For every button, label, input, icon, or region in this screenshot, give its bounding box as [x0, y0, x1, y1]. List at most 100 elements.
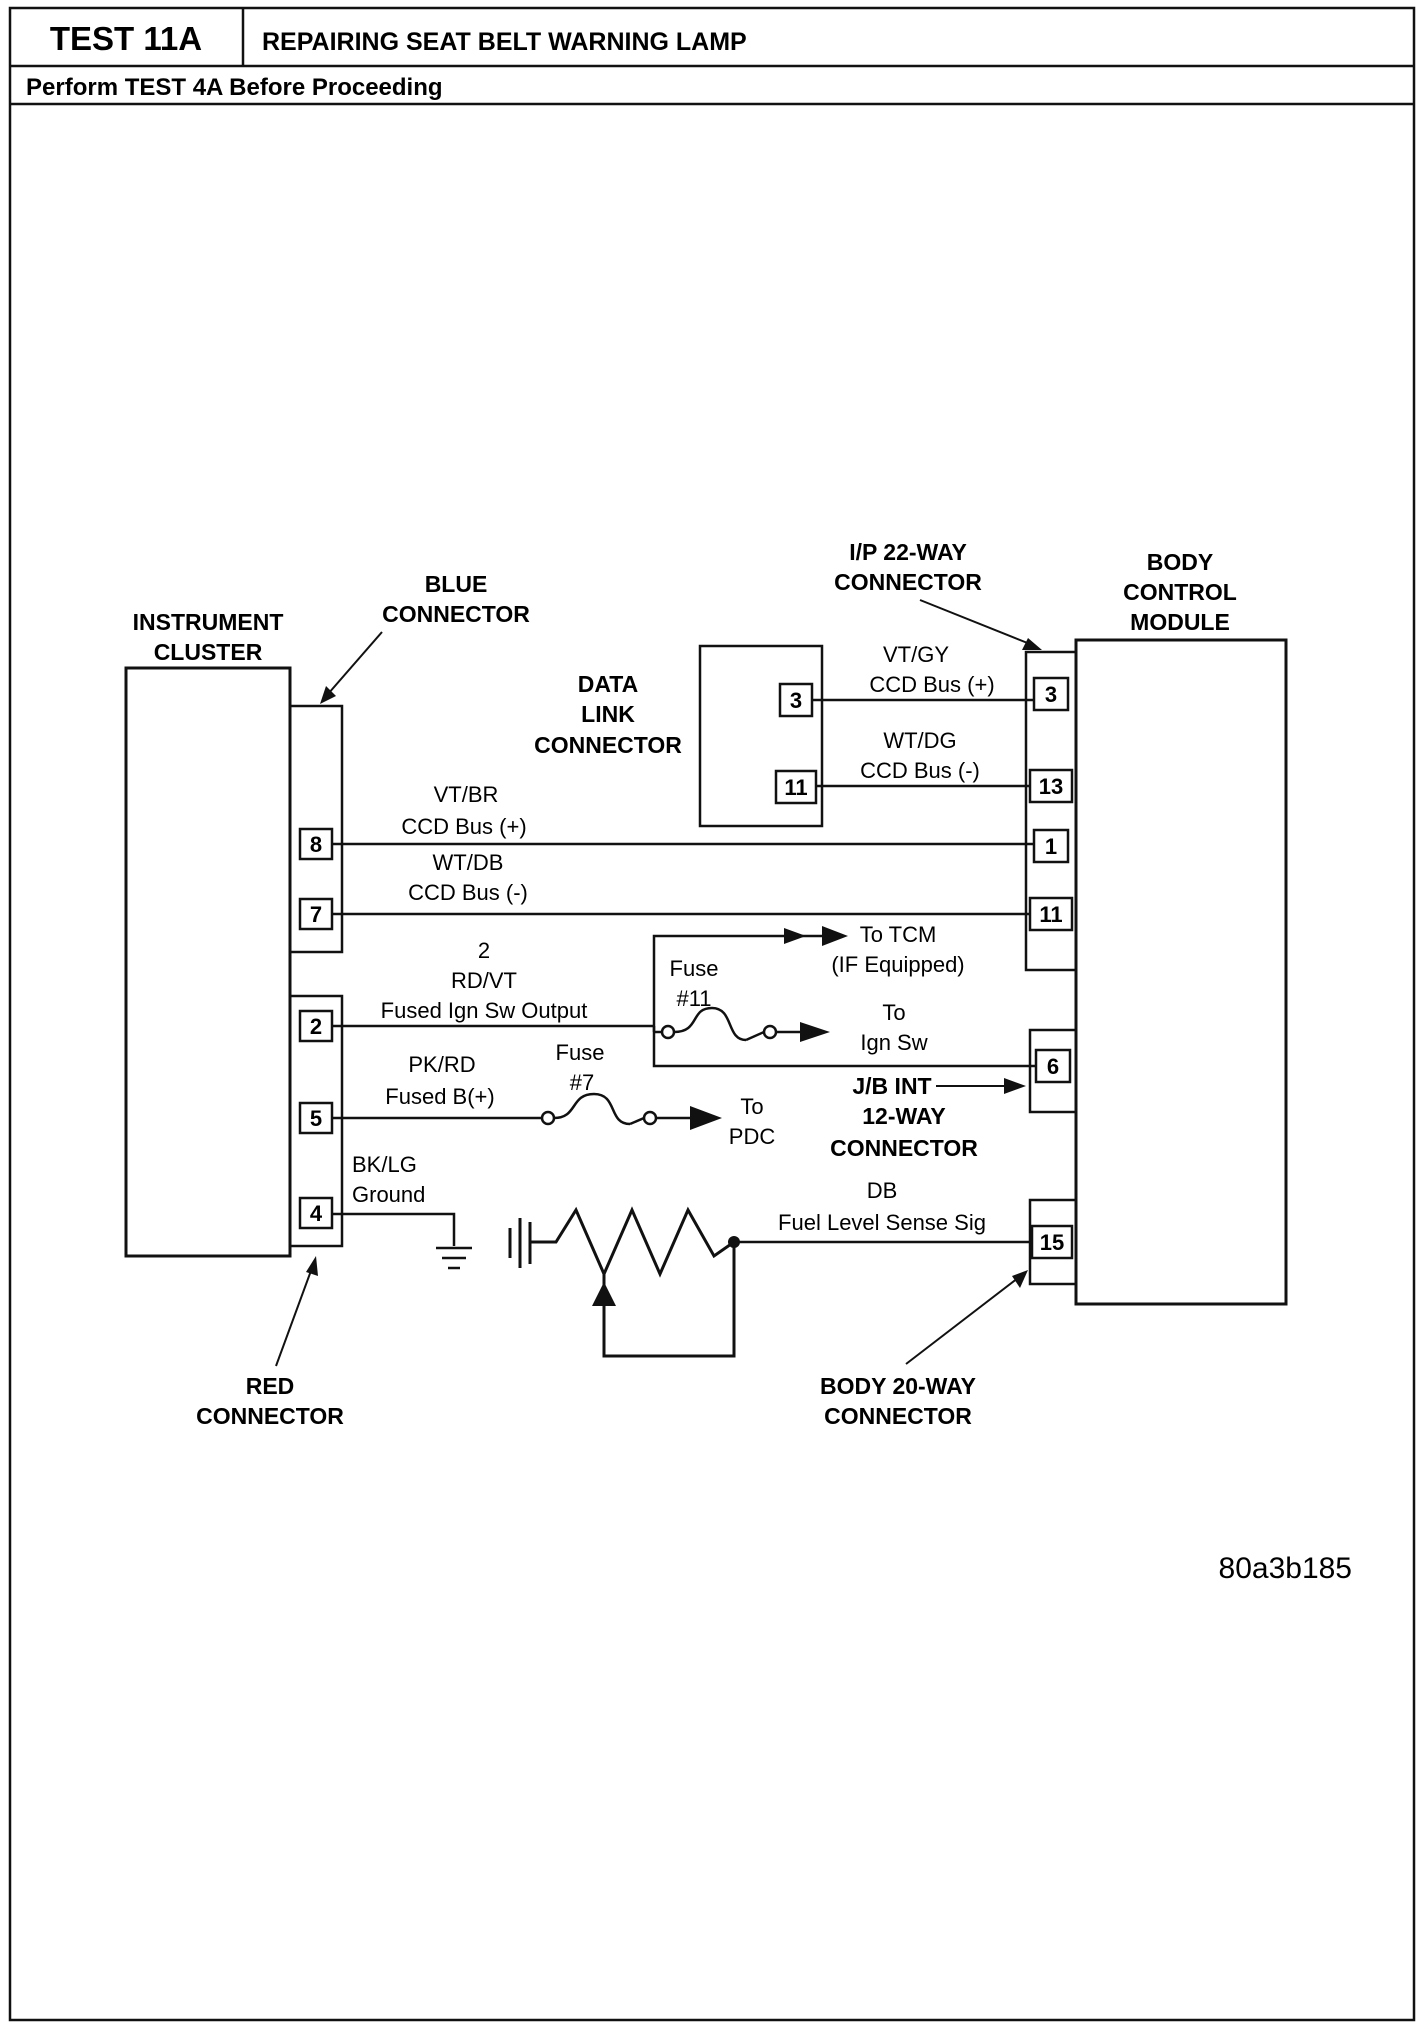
bcm-pin-1: 1 — [1032, 828, 1070, 864]
body-20way-label-line1: BODY 20-WAY — [820, 1373, 976, 1399]
svg-text:3: 3 — [790, 688, 802, 713]
wire-pkrd-color: PK/RD — [408, 1052, 475, 1077]
wire-bklg-ground — [332, 1212, 472, 1270]
to-tcm-note: (IF Equipped) — [831, 952, 964, 977]
cluster-pin-8: 8 — [298, 827, 334, 861]
wire-vtbr-signal: CCD Bus (+) — [401, 814, 526, 839]
wire-bklg-color: BK/LG — [352, 1152, 417, 1177]
bcm-pin-13: 13 — [1028, 768, 1074, 804]
red-connector-label-line1: RED — [246, 1373, 295, 1399]
sender-wiper-arrow — [592, 1282, 616, 1306]
instrument-cluster-label-line1: INSTRUMENT — [133, 609, 284, 635]
cluster-pin-5: 5 — [298, 1101, 334, 1135]
page-frame — [8, 6, 1416, 2022]
wire-wtdg-signal: CCD Bus (-) — [860, 758, 980, 783]
ip-22way-connector-body — [1024, 650, 1078, 972]
fuse-7-label-line1: Fuse — [556, 1040, 605, 1065]
arrow-to-ign-sw — [800, 1022, 830, 1042]
dlc-pin-11: 11 — [774, 769, 818, 805]
red-connector-label-line2: CONNECTOR — [196, 1403, 344, 1429]
test-id: TEST 11A — [50, 20, 202, 57]
fuel-level-sender-symbol — [508, 1206, 736, 1358]
red-connector-pointer-arrow — [275, 1256, 318, 1367]
arrow-to-pdc — [690, 1106, 722, 1130]
to-ign-sw-label-line2: Ign Sw — [860, 1030, 927, 1055]
bcm-label-line1: BODY — [1147, 549, 1213, 575]
wire-wtdb-signal: CCD Bus (-) — [408, 880, 528, 905]
instrument-cluster-label-line2: CLUSTER — [154, 639, 263, 665]
page-title: REPAIRING SEAT BELT WARNING LAMP — [262, 28, 747, 56]
fuse-11-symbol — [654, 1006, 800, 1042]
dlc-pin-3: 3 — [778, 682, 814, 718]
wire-db-signal: Fuel Level Sense Sig — [778, 1210, 986, 1235]
to-pdc-label-line2: PDC — [729, 1124, 776, 1149]
bcm-pin-6: 6 — [1034, 1048, 1072, 1084]
jb-int-label-line3: CONNECTOR — [830, 1135, 978, 1161]
wire-wtdb-color: WT/DB — [433, 850, 504, 875]
svg-text:8: 8 — [310, 832, 322, 857]
svg-text:5: 5 — [310, 1106, 322, 1131]
wire-rdvt-color: RD/VT — [451, 968, 517, 993]
instrument-cluster-box — [124, 666, 292, 1258]
jb-int-label-line1: J/B INT — [852, 1073, 931, 1099]
svg-text:1: 1 — [1045, 834, 1057, 859]
data-link-connector-label-line3: CONNECTOR — [534, 732, 682, 758]
blue-connector-body — [288, 704, 344, 954]
blue-connector-label-line2: CONNECTOR — [382, 601, 530, 627]
jb-int-label-line2: 12-WAY — [862, 1103, 946, 1129]
wire-rdvt-circuit: 2 — [478, 938, 490, 963]
cluster-pin-7: 7 — [298, 897, 334, 931]
wire-vtbr-color: VT/BR — [434, 782, 499, 807]
data-link-connector-box — [698, 644, 824, 828]
fuse-11-label-line1: Fuse — [670, 956, 719, 981]
wire-db-color: DB — [867, 1178, 898, 1203]
bcm-pin-3: 3 — [1032, 676, 1070, 712]
svg-text:4: 4 — [310, 1201, 323, 1226]
red-connector-body — [288, 994, 344, 1248]
wire-bklg-signal: Ground — [352, 1182, 425, 1207]
wire-pkrd-signal: Fused B(+) — [385, 1084, 494, 1109]
prerequisite-note: Perform TEST 4A Before Proceeding — [26, 74, 443, 101]
jb-int-pointer-arrow — [936, 1078, 1026, 1094]
bcm-label-line3: MODULE — [1130, 609, 1230, 635]
blue-connector-pointer-arrow — [320, 631, 383, 704]
ip-22way-label-line1: I/P 22-WAY — [849, 539, 967, 565]
svg-text:2: 2 — [310, 1014, 322, 1039]
svg-text:3: 3 — [1045, 682, 1057, 707]
body-control-module-box — [1074, 638, 1288, 1306]
bcm-pin-11: 11 — [1028, 896, 1074, 932]
wire-db-fuel-sense — [728, 1236, 1032, 1248]
svg-text:13: 13 — [1039, 774, 1063, 799]
fuse-11-label-line2: #11 — [676, 986, 711, 1011]
to-ign-sw-label-line1: To — [882, 1000, 905, 1025]
cluster-pin-2: 2 — [298, 1009, 334, 1043]
bcm-pin-15: 15 — [1030, 1224, 1074, 1260]
arrow-to-tcm — [784, 926, 848, 946]
bcm-label-line2: CONTROL — [1123, 579, 1237, 605]
wire-pkrd-fused-bplus — [332, 1092, 690, 1126]
ip-22way-label-line2: CONNECTOR — [834, 569, 982, 595]
wire-rdvt-signal: Fused Ign Sw Output — [381, 998, 588, 1023]
figure-id: 80a3b185 — [1219, 1552, 1352, 1585]
svg-text:7: 7 — [310, 902, 322, 927]
fuse-7-label-line2: #7 — [570, 1070, 594, 1095]
blue-connector-label-line1: BLUE — [425, 571, 488, 597]
svg-text:11: 11 — [1039, 902, 1062, 927]
svg-text:6: 6 — [1047, 1054, 1059, 1079]
wire-rdvt-fused-ign — [332, 934, 1036, 1068]
svg-text:15: 15 — [1040, 1230, 1064, 1255]
to-tcm-label: To TCM — [860, 922, 937, 947]
wire-vtgy-signal: CCD Bus (+) — [869, 672, 994, 697]
wire-wtdg-color: WT/DG — [883, 728, 956, 753]
data-link-connector-label-line1: DATA — [578, 671, 638, 697]
data-link-connector-label-line2: LINK — [581, 701, 635, 727]
to-pdc-label-line1: To — [740, 1094, 763, 1119]
wire-vtgy-color: VT/GY — [883, 642, 949, 667]
cluster-pin-4: 4 — [298, 1196, 334, 1230]
ip-22way-pointer-arrow — [919, 599, 1042, 650]
body-20way-label-line2: CONNECTOR — [824, 1403, 972, 1429]
body-20way-pointer-arrow — [905, 1270, 1028, 1365]
svg-text:11: 11 — [784, 775, 807, 800]
jb-int-connector-body — [1028, 1028, 1078, 1114]
